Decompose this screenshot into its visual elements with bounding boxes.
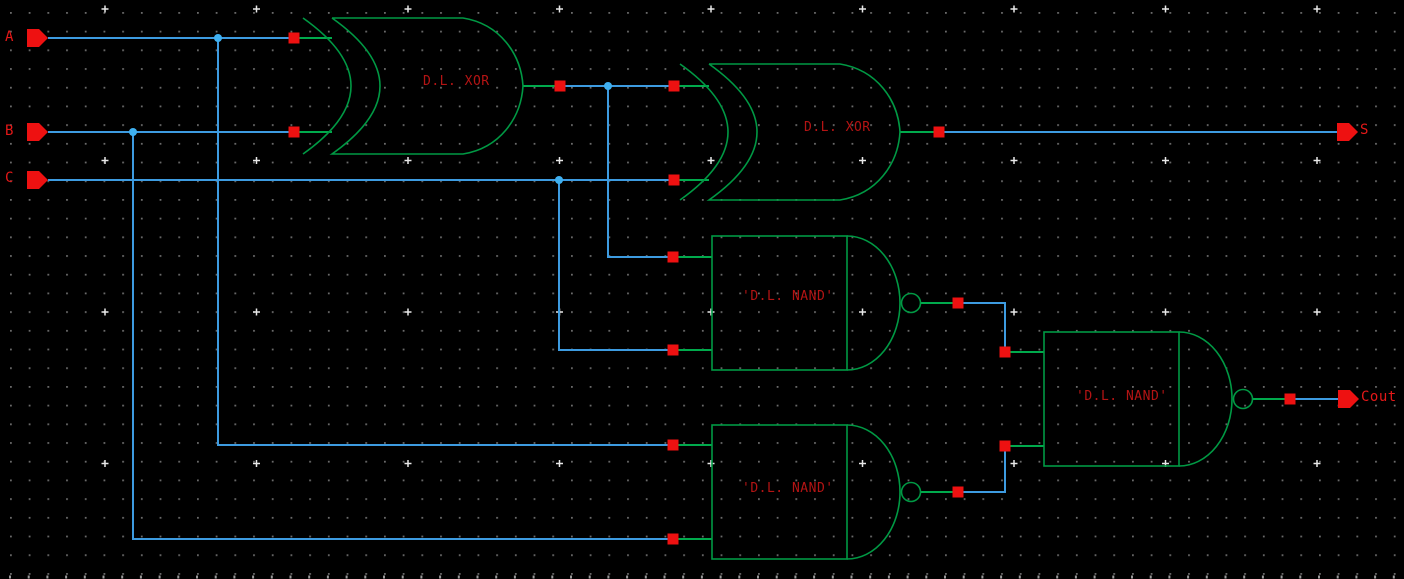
connection-point-xor1-in2[interactable] (288, 126, 300, 138)
wire-c-branch-to-nand1[interactable] (558, 180, 673, 351)
junction-b[interactable] (129, 128, 137, 136)
gate-terminal-stubs (294, 37, 1290, 540)
connection-point-nand3-in2[interactable] (999, 440, 1011, 452)
connection-point-nand3-out[interactable] (1284, 393, 1296, 405)
wire-xor1-out-branch-to-nand1[interactable] (607, 86, 673, 258)
pin-label-s: S (1360, 122, 1369, 138)
pin-label-b: B (5, 123, 14, 139)
gate-label-nand3: 'D.L. NAND' (1076, 389, 1168, 404)
gate-label-xor2: D.L. XOR (804, 120, 871, 135)
connection-point-xor1-out[interactable] (554, 80, 566, 92)
wire-b-branch-to-nand2[interactable] (132, 132, 673, 540)
connection-point-nand1-in1[interactable] (667, 251, 679, 263)
connection-point-nand2-in1[interactable] (667, 439, 679, 451)
junction-xor1-out[interactable] (604, 82, 612, 90)
pin-label-cout: Cout (1361, 389, 1397, 405)
connection-point-nand1-out[interactable] (952, 297, 964, 309)
connection-point-nand3-in1[interactable] (999, 346, 1011, 358)
pin-label-a: A (5, 29, 14, 45)
connection-point-nand1-in2[interactable] (667, 344, 679, 356)
connection-point-xor2-in1[interactable] (668, 80, 680, 92)
junction-a[interactable] (214, 34, 222, 42)
connection-point-xor2-out[interactable] (933, 126, 945, 138)
wire-a-branch-to-nand2[interactable] (217, 38, 673, 446)
gate-label-xor1: D.L. XOR (423, 74, 490, 89)
wires (48, 37, 1338, 540)
gate-label-nand2: 'D.L. NAND' (742, 481, 834, 496)
wire-junctions (129, 34, 612, 184)
connection-points (288, 32, 1296, 545)
connection-point-xor1-in1[interactable] (288, 32, 300, 44)
gate-label-nand1: 'D.L. NAND' (742, 289, 834, 304)
pin-label-c: C (5, 170, 14, 186)
connection-point-xor2-in2[interactable] (668, 174, 680, 186)
wire-nand1-out-to-nand3[interactable] (958, 302, 1006, 352)
wire-nand2-out-to-nand3[interactable] (958, 446, 1006, 493)
connection-point-nand2-out[interactable] (952, 486, 964, 498)
connection-point-nand2-in2[interactable] (667, 533, 679, 545)
junction-c[interactable] (555, 176, 563, 184)
